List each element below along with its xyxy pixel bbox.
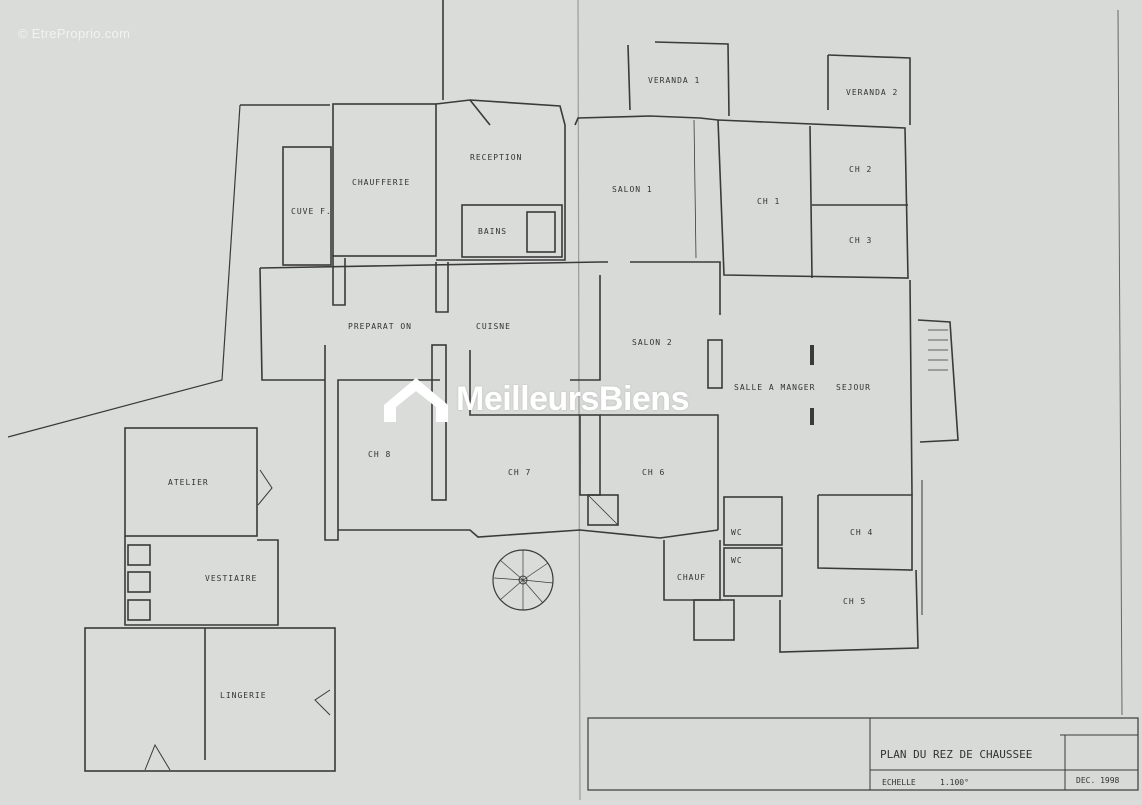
wall-salon1 <box>574 115 719 126</box>
label-wc-1: WC <box>731 528 743 537</box>
pillar <box>435 262 449 313</box>
wall-ch5 <box>779 569 919 653</box>
brand-name: MeilleursBiens <box>456 379 689 418</box>
label-ch1: CH 1 <box>757 197 781 206</box>
wall-chaufferie <box>332 103 437 257</box>
door-swing <box>469 99 491 126</box>
wall-kitchen-right <box>570 275 601 381</box>
wall-bains <box>461 204 563 258</box>
plan-date: DEC. 1998 <box>1076 776 1120 785</box>
partition <box>693 119 697 259</box>
label-cuisine: CUISNE <box>476 322 511 331</box>
label-atelier: ATELIER <box>168 478 209 487</box>
wall-sejour-right <box>909 279 913 496</box>
wall-ch1-ch2 <box>809 125 813 279</box>
wall-wc2 <box>723 547 783 597</box>
wall-salon2-top <box>630 261 721 315</box>
house-logo-icon <box>384 378 448 422</box>
wall-south-facade <box>338 529 719 539</box>
label-lingerie: LINGERIE <box>220 691 267 700</box>
plan-title: PLAN DU REZ DE CHAUSSEE <box>880 748 1033 761</box>
label-chaufferie: CHAUFFERIE <box>352 178 411 187</box>
door-swing <box>257 469 273 506</box>
wall-chauf-annex <box>693 599 735 641</box>
label-wc-2: WC <box>731 556 743 565</box>
label-sejour: SEJOUR <box>836 383 871 392</box>
label-chauf: CHAUF <box>677 573 707 582</box>
copyright-watermark: © EtreProprio.com <box>18 26 131 41</box>
wall-veranda2 <box>827 54 911 125</box>
wall-kitchen-left <box>259 267 325 381</box>
wall-wc1 <box>723 496 783 546</box>
label-ch7: CH 7 <box>508 468 532 477</box>
wall-atelier <box>124 427 258 537</box>
wall-veranda1 <box>627 44 631 111</box>
label-ch4: CH 4 <box>850 528 874 537</box>
wall-veranda1 <box>654 41 730 117</box>
label-reception: RECEPTION <box>470 153 523 162</box>
wall-ch6 <box>600 414 719 530</box>
scale-label: ECHELLE <box>882 778 916 787</box>
wall-cuve <box>282 146 332 266</box>
label-ch2: CH 2 <box>849 165 873 174</box>
label-bains: BAINS <box>478 227 508 236</box>
label-cuve: CUVE F. <box>291 207 332 216</box>
label-ch5: CH 5 <box>843 597 867 606</box>
label-preparation: PREPARAT ON <box>348 322 412 331</box>
page-fold <box>577 0 581 801</box>
locker <box>127 599 151 621</box>
shaft <box>587 494 619 526</box>
label-vestiaire: VESTIAIRE <box>205 574 258 583</box>
wall-ch8 <box>324 345 440 541</box>
pillar <box>332 255 346 306</box>
label-salle-a-manger: SALLE A MANGER <box>734 383 816 392</box>
walls <box>7 0 1139 791</box>
label-veranda-1: VERANDA 1 <box>648 76 701 85</box>
wall-vestiaire <box>124 536 279 626</box>
wall-kitchen-top <box>259 261 608 269</box>
wall-chauf <box>663 540 721 601</box>
wall-ch1 <box>717 119 909 279</box>
wall-ch4 <box>817 494 913 571</box>
sheet-border <box>1117 9 1123 716</box>
shaft-cross <box>587 494 619 526</box>
label-ch6: CH 6 <box>642 468 666 477</box>
wall-ch8-ch7 <box>431 344 447 501</box>
scale-value: 1.100° <box>940 778 969 787</box>
label-salon-1: SALON 1 <box>612 185 653 194</box>
locker <box>127 544 151 566</box>
wall-lingerie <box>84 627 336 772</box>
door-swing <box>314 689 331 716</box>
title-block-frame <box>587 717 1139 791</box>
label-ch3: CH 3 <box>849 236 873 245</box>
label-salon-2: SALON 2 <box>632 338 673 347</box>
boundary-line <box>7 104 241 438</box>
right-page <box>578 0 1142 800</box>
wall-reception <box>435 99 566 261</box>
terrace-stairs <box>917 319 959 443</box>
pillar <box>707 339 723 389</box>
bath-fixture <box>526 211 556 253</box>
door-swing <box>144 743 171 771</box>
wall-ch7-top <box>469 350 580 416</box>
locker <box>127 571 151 593</box>
label-veranda-2: VERANDA 2 <box>846 88 899 97</box>
label-ch8: CH 8 <box>368 450 392 459</box>
brand-watermark: MeilleursBiens <box>384 374 689 424</box>
left-page <box>0 0 578 800</box>
